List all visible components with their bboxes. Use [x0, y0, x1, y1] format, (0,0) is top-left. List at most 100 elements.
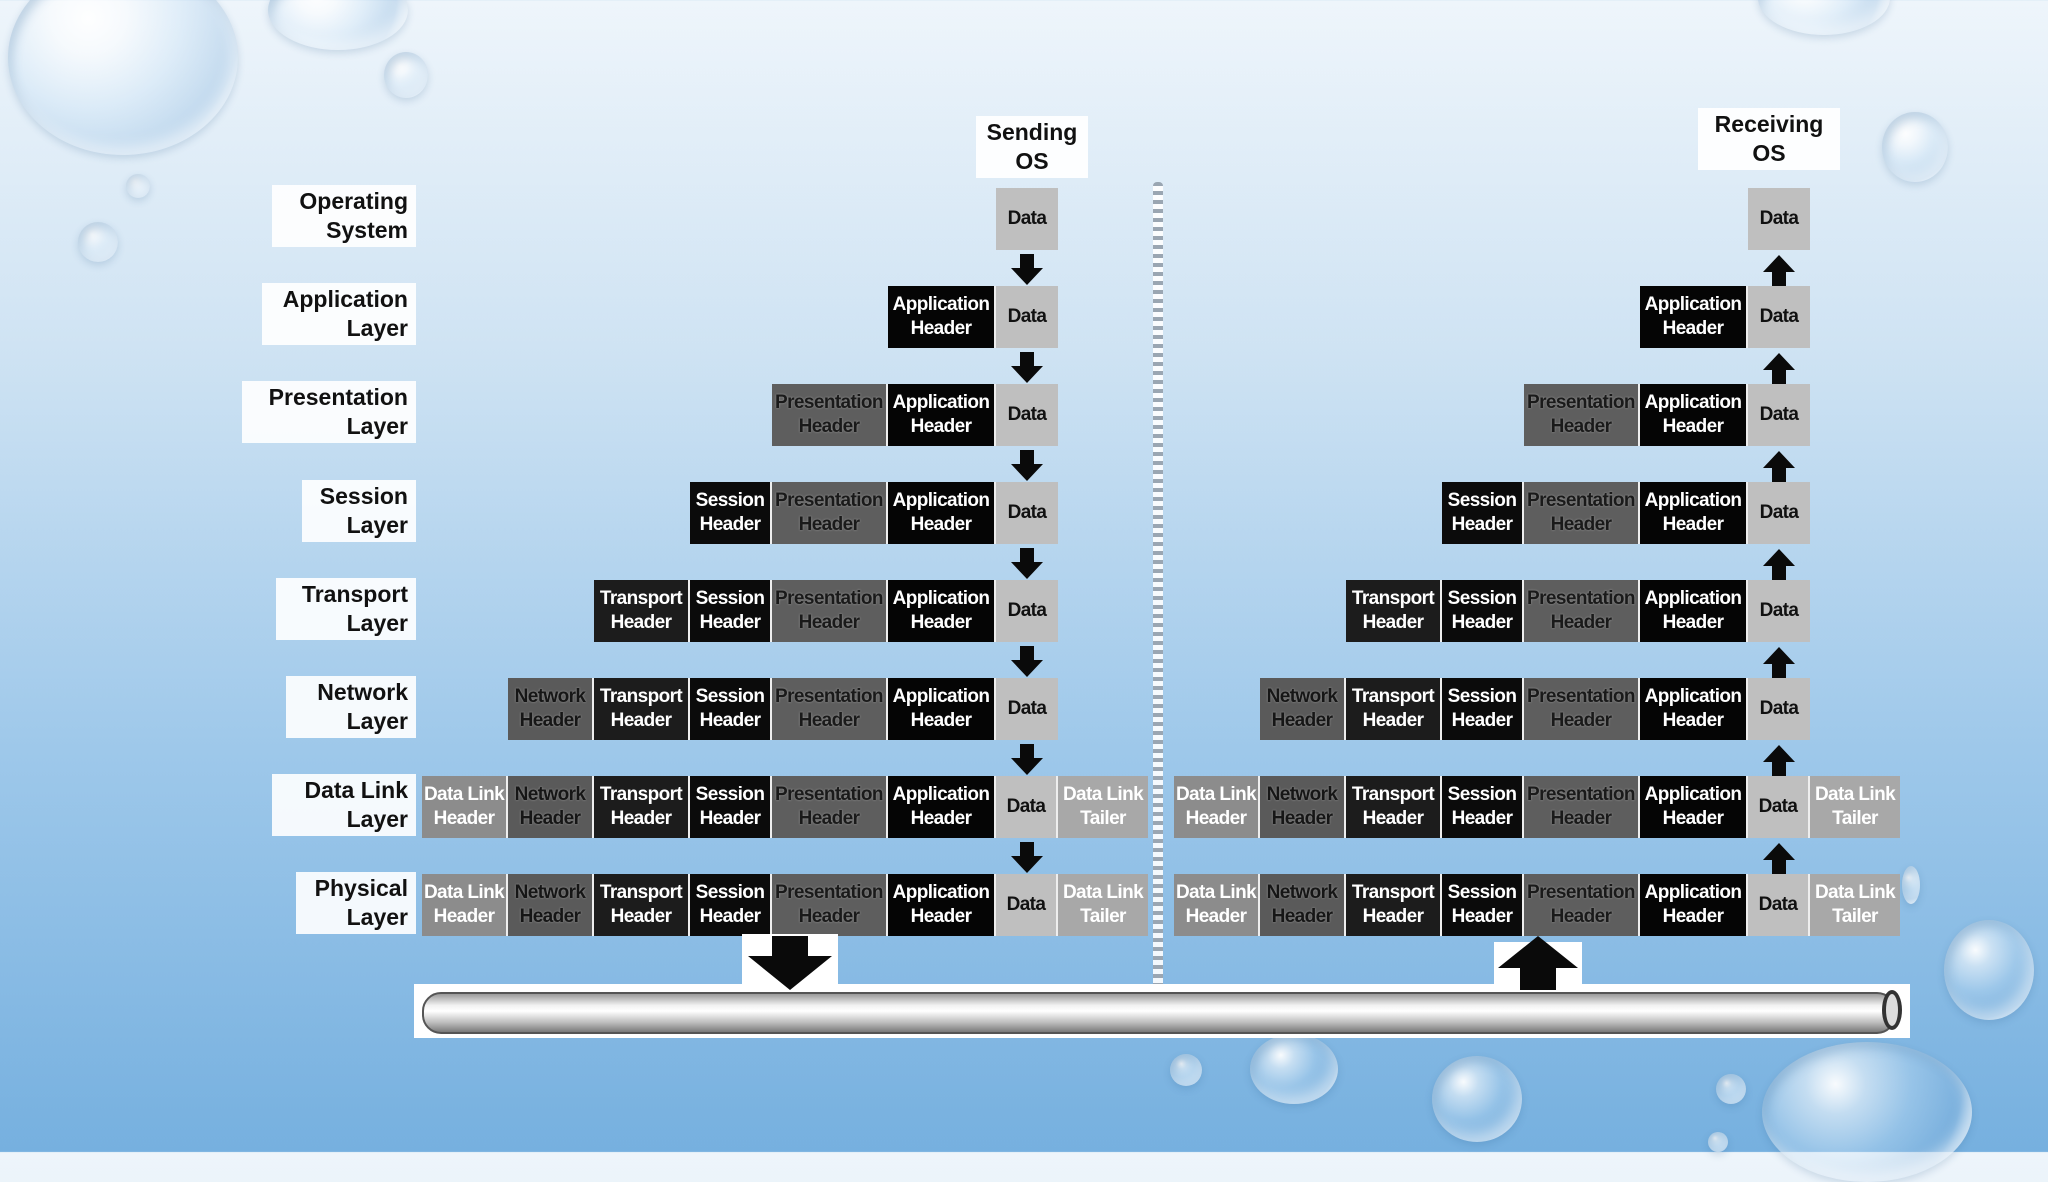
water-drop [1716, 1074, 1746, 1104]
water-drop [1250, 1034, 1338, 1104]
sender-block-ses: Session Header [690, 776, 772, 838]
water-drop [1762, 1042, 1972, 1182]
layer-label-physical: Physical Layer [296, 872, 416, 934]
receiver-block-tail: Data Link Tailer [1810, 776, 1900, 838]
down-arrow-icon [1011, 450, 1043, 481]
sender-block-pre: Presentation Header [772, 678, 888, 740]
receiver-block-net: Network Header [1260, 874, 1346, 936]
sender-block-pre: Presentation Header [772, 580, 888, 642]
up-arrow-icon [1763, 647, 1795, 678]
receiver-block-tr: Transport Header [1346, 678, 1442, 740]
layer-label-transport: Transport Layer [276, 578, 416, 640]
water-drop [384, 52, 428, 98]
sender-block-ses: Session Header [690, 482, 772, 544]
sender-block-pre: Presentation Header [772, 482, 888, 544]
layer-label-application: Application Layer [262, 283, 416, 345]
sender-block-net: Network Header [508, 874, 594, 936]
receiver-block-app: Application Header [1640, 482, 1748, 544]
sender-block-app: Application Header [888, 678, 996, 740]
sender-block-data: Data [996, 286, 1058, 348]
sender-block-dl: Data Link Header [422, 776, 508, 838]
sender-block-data: Data [996, 776, 1058, 838]
receiver-block-tr: Transport Header [1346, 874, 1442, 936]
receiver-packet-row: Data [1748, 188, 1810, 250]
os-divider [1153, 182, 1163, 990]
receiver-block-data: Data [1748, 188, 1810, 250]
water-drop [268, 0, 408, 50]
receiver-block-pre: Presentation Header [1524, 874, 1640, 936]
sender-block-tail: Data Link Tailer [1058, 776, 1148, 838]
down-arrow-icon [1011, 352, 1043, 383]
receiver-block-tail: Data Link Tailer [1810, 874, 1900, 936]
water-drop [1170, 1054, 1202, 1086]
transmission-medium [414, 984, 1910, 1038]
sender-block-pre: Presentation Header [772, 874, 888, 936]
up-arrow-icon [1763, 353, 1795, 384]
receiver-block-tr: Transport Header [1346, 580, 1442, 642]
layer-label-presentation: Presentation Layer [242, 381, 416, 443]
receiver-block-tr: Transport Header [1346, 776, 1442, 838]
sender-block-tr: Transport Header [594, 580, 690, 642]
sender-block-data: Data [996, 384, 1058, 446]
water-drop [78, 222, 118, 262]
sender-block-app: Application Header [888, 874, 996, 936]
receive-from-medium-arrow-icon [1494, 936, 1582, 992]
receiver-block-app: Application Header [1640, 678, 1748, 740]
receiver-block-pre: Presentation Header [1524, 776, 1640, 838]
sender-block-tr: Transport Header [594, 874, 690, 936]
up-arrow-icon [1763, 549, 1795, 580]
receiver-block-dl: Data Link Header [1174, 874, 1260, 936]
layer-label-network: Network Layer [286, 676, 416, 738]
sender-block-data: Data [996, 188, 1058, 250]
up-arrow-icon [1763, 451, 1795, 482]
receiver-block-dl: Data Link Header [1174, 776, 1260, 838]
water-drop [1758, 0, 1890, 35]
down-arrow-icon [1011, 254, 1043, 285]
receiver-block-data: Data [1748, 482, 1810, 544]
receiver-block-app: Application Header [1640, 776, 1748, 838]
water-drop [1708, 1132, 1728, 1152]
receiver-block-data: Data [1748, 580, 1810, 642]
receiver-block-data: Data [1748, 286, 1810, 348]
receiver-block-net: Network Header [1260, 776, 1346, 838]
receiver-block-pre: Presentation Header [1524, 678, 1640, 740]
sender-block-app: Application Header [888, 776, 996, 838]
sender-block-tail: Data Link Tailer [1058, 874, 1148, 936]
receiver-block-pre: Presentation Header [1524, 384, 1640, 446]
sender-block-data: Data [996, 678, 1058, 740]
sender-block-app: Application Header [888, 384, 996, 446]
receiver-block-data: Data [1748, 874, 1810, 936]
sender-block-ses: Session Header [690, 580, 772, 642]
sending-os-label: Sending OS [976, 116, 1088, 178]
cable-pipe [422, 992, 1896, 1034]
receiving-os-label: Receiving OS [1698, 108, 1840, 170]
receiver-block-app: Application Header [1640, 384, 1748, 446]
sender-block-tr: Transport Header [594, 776, 690, 838]
receiver-block-app: Application Header [1640, 874, 1748, 936]
water-drop [1944, 920, 2034, 1020]
layer-label-session: Session Layer [302, 480, 416, 542]
receiver-block-pre: Presentation Header [1524, 482, 1640, 544]
sender-block-data: Data [996, 580, 1058, 642]
up-arrow-icon [1763, 255, 1795, 286]
receiver-block-data: Data [1748, 678, 1810, 740]
sender-block-net: Network Header [508, 678, 594, 740]
sender-block-app: Application Header [888, 286, 996, 348]
water-drop [126, 174, 150, 198]
receiver-block-ses: Session Header [1442, 482, 1524, 544]
down-arrow-icon [1011, 548, 1043, 579]
receiver-block-ses: Session Header [1442, 776, 1524, 838]
receiver-block-ses: Session Header [1442, 580, 1524, 642]
receiver-block-pre: Presentation Header [1524, 580, 1640, 642]
